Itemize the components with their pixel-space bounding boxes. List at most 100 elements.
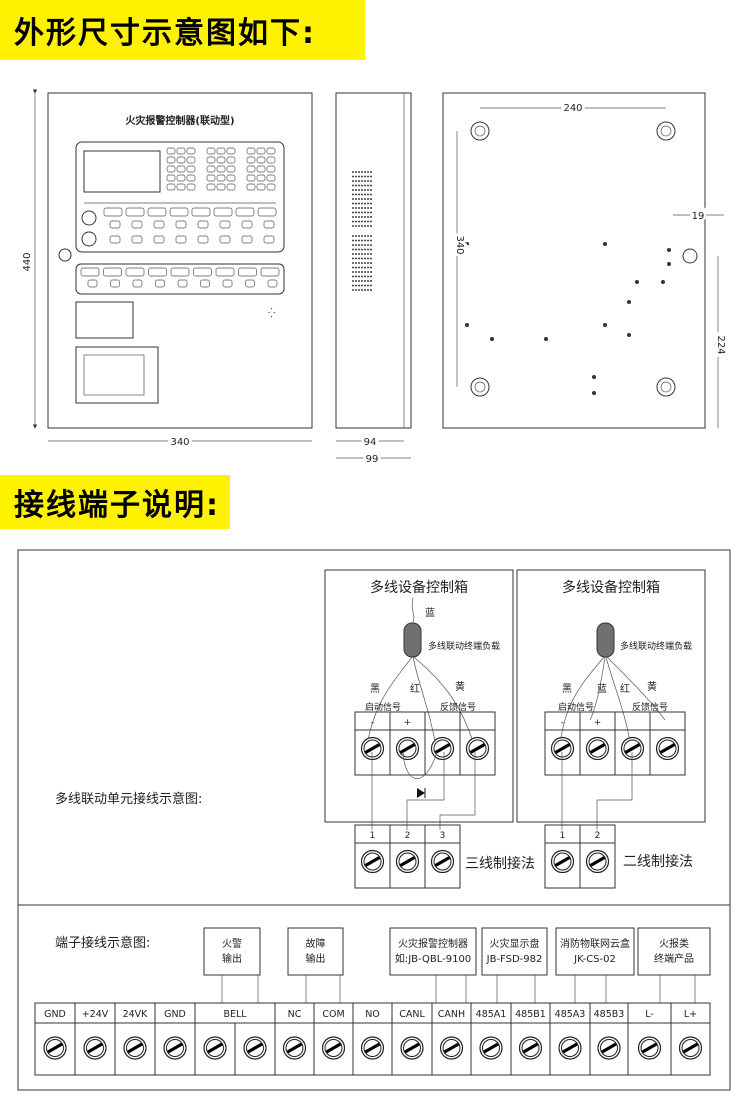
terminal-body bbox=[459, 729, 496, 776]
screw-icon[interactable] bbox=[557, 1035, 583, 1061]
terminal-header bbox=[649, 711, 686, 731]
screw-hole bbox=[465, 323, 469, 327]
screw-icon[interactable] bbox=[394, 848, 421, 875]
screw-icon[interactable] bbox=[202, 1035, 228, 1061]
wire-yellow-label: 黄 bbox=[647, 680, 657, 693]
screw-icon[interactable] bbox=[399, 1035, 425, 1061]
screw-hole bbox=[603, 242, 607, 246]
screw-icon[interactable] bbox=[654, 735, 681, 762]
screw-icon[interactable] bbox=[584, 735, 611, 762]
section-title-dimensions: 外形尺寸示意图如下: bbox=[0, 0, 365, 60]
terminal-label: 485A3 bbox=[555, 1009, 586, 1020]
back-view: 240 340 19 224 bbox=[442, 92, 729, 429]
wiring-panel bbox=[17, 549, 731, 1091]
screw-hole bbox=[627, 300, 631, 304]
key-button bbox=[226, 174, 236, 182]
screw-icon[interactable] bbox=[42, 1035, 68, 1061]
screw-icon[interactable] bbox=[549, 735, 576, 762]
screw-hole bbox=[465, 242, 469, 246]
screw-icon[interactable] bbox=[162, 1035, 188, 1061]
key-button bbox=[256, 174, 266, 182]
zone-button bbox=[153, 220, 165, 229]
start-signal-label: 启动信号 bbox=[558, 701, 594, 713]
terminal-body bbox=[424, 842, 461, 889]
screw-icon[interactable] bbox=[281, 1035, 308, 1061]
zone-button bbox=[131, 235, 143, 244]
screw-icon[interactable] bbox=[359, 735, 386, 762]
two-wire-label: 二线制接法 bbox=[623, 853, 693, 870]
device-name: 消防物联网云盒 bbox=[560, 937, 630, 950]
ext-button bbox=[87, 279, 98, 288]
lcd-screen bbox=[83, 150, 161, 193]
terminal-label: GND bbox=[164, 1009, 186, 1020]
key-button bbox=[206, 174, 216, 182]
screw-icon[interactable] bbox=[242, 1035, 268, 1061]
wire-red-label: 红 bbox=[410, 682, 420, 695]
terminal-label: + bbox=[594, 718, 602, 728]
load-label: 多线联动终端负载 bbox=[620, 640, 692, 652]
screw-icon[interactable] bbox=[394, 735, 421, 762]
screw-hole bbox=[635, 280, 639, 284]
key-button bbox=[246, 156, 256, 164]
key-button bbox=[266, 147, 276, 155]
screw-icon[interactable] bbox=[584, 848, 611, 875]
screw-icon[interactable] bbox=[478, 1035, 504, 1061]
screw-icon[interactable] bbox=[320, 1035, 347, 1061]
screw-icon[interactable] bbox=[122, 1035, 148, 1061]
zone-button bbox=[175, 235, 187, 244]
screw-icon[interactable] bbox=[429, 735, 456, 762]
terminal-label: + bbox=[404, 718, 412, 728]
screw-icon[interactable] bbox=[438, 1035, 465, 1061]
terminal-caption: 端子接线示意图: bbox=[55, 935, 150, 951]
cabinet-front bbox=[47, 92, 313, 429]
key-button bbox=[216, 147, 226, 155]
key-button bbox=[186, 165, 196, 173]
zone-label-slot bbox=[191, 207, 211, 217]
device-model: 输出 bbox=[222, 952, 242, 965]
screw-icon[interactable] bbox=[596, 1035, 622, 1061]
screw-icon[interactable] bbox=[517, 1035, 544, 1061]
start-signal-label: 启动信号 bbox=[365, 701, 401, 713]
terminal-label: 24VK bbox=[123, 1009, 149, 1020]
section-title-terminals: 接线端子说明: bbox=[0, 475, 230, 529]
speaker-icon: ⁛ bbox=[268, 308, 275, 319]
key-button bbox=[166, 183, 176, 191]
zone-label-slot bbox=[257, 207, 277, 217]
device-name: 故障 bbox=[306, 937, 326, 950]
key-button bbox=[226, 156, 236, 164]
zone-label-slot bbox=[213, 207, 233, 217]
ext-button bbox=[200, 279, 210, 288]
nameplate bbox=[75, 301, 134, 339]
key-button bbox=[216, 174, 226, 182]
load-label: 多线联动终端负载 bbox=[428, 640, 500, 652]
screw-icon[interactable] bbox=[464, 735, 491, 762]
screw-icon[interactable] bbox=[359, 848, 386, 875]
terminal-label: 3 bbox=[440, 831, 446, 841]
screw-icon[interactable] bbox=[82, 1035, 108, 1061]
screw-icon[interactable] bbox=[619, 735, 646, 762]
zone-button bbox=[109, 235, 121, 244]
dim-depth-inner: 94 bbox=[364, 437, 377, 448]
zone-button bbox=[263, 220, 275, 229]
screw-icon[interactable] bbox=[429, 848, 456, 875]
device-name: 火警 bbox=[222, 937, 242, 950]
screw-icon[interactable] bbox=[677, 1035, 704, 1061]
screw-hole bbox=[603, 323, 607, 327]
screw-icon[interactable] bbox=[549, 848, 576, 875]
ext-label-slot bbox=[193, 267, 212, 277]
key-button bbox=[256, 156, 266, 164]
zone-button bbox=[131, 220, 143, 229]
ext-label-slot bbox=[215, 267, 235, 277]
terminal-label: CANL bbox=[399, 1009, 425, 1020]
ext-button bbox=[177, 279, 188, 288]
terminal-label: 1 bbox=[370, 831, 376, 841]
screw-hole bbox=[592, 391, 596, 395]
key-button bbox=[176, 165, 186, 173]
screw-icon[interactable] bbox=[636, 1035, 663, 1061]
cabinet-side bbox=[335, 92, 412, 429]
key-button bbox=[166, 174, 176, 182]
screw-icon[interactable] bbox=[359, 1035, 386, 1061]
